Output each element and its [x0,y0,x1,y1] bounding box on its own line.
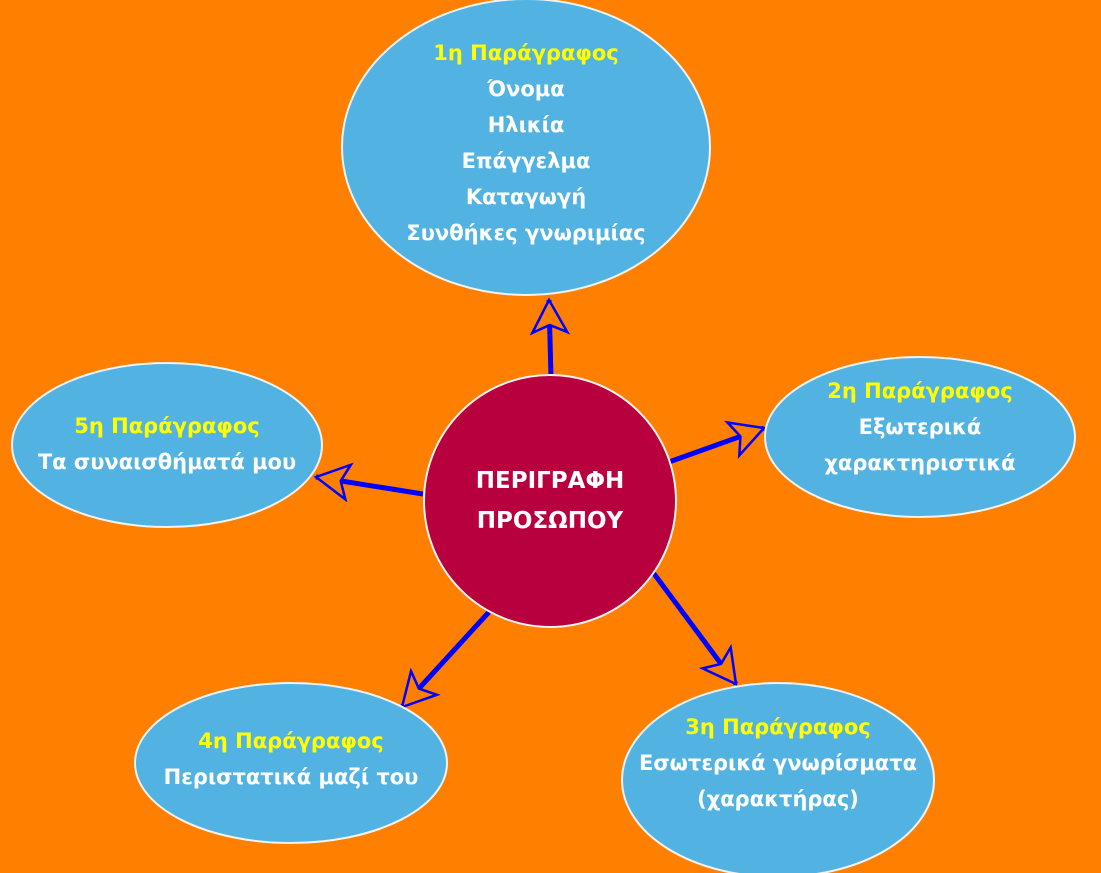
arrow-to-node-5 [316,477,424,494]
arrow-to-node-1 [549,300,551,379]
center-shape [423,374,677,628]
node-line: Επάγγελμα [461,148,591,173]
node-3-shape [621,682,935,873]
node-3: 3η Παράγραφος Εσωτερικά γνωρίσματα (χαρα… [622,688,934,838]
node-1-shape [341,0,711,296]
node-line: (χαρακτήρας) [697,787,859,811]
node-title: 4η Παράγραφος [198,729,384,753]
node-5-shape [11,362,323,528]
node-1: 1η Παράγραφος Όνομα Ηλικία Επάγγελμα Κατ… [342,0,710,285]
node-title: 1η Παράγραφος [433,40,619,65]
center-line: ΠΕΡΙΓΡΑΦΗ [475,468,625,494]
center-node: ΠΕΡΙΓΡΑΦΗ ΠΡΟΣΩΠΟΥ [424,375,676,627]
node-line: Ηλικία [487,112,565,137]
node-line: Τα συναισθήματά μου [37,450,297,474]
node-title: 3η Παράγραφος [685,715,871,739]
node-title: 5η Παράγραφος [74,414,260,438]
node-4-shape [134,682,448,844]
node-2: 2η Παράγραφος Εξωτερικά χαρακτηριστικά [765,352,1075,502]
node-line: Όνομα [487,76,565,101]
node-line: Καταγωγή [465,184,587,209]
node-2-shape [764,356,1076,518]
center-line: ΠΡΟΣΩΠΟΥ [476,508,624,534]
node-line: Συνθήκες γνωριμίας [406,220,646,245]
node-line: χαρακτηριστικά [824,451,1016,475]
node-5: 5η Παράγραφος Τα συναισθήματά μου [12,405,322,483]
arrow-to-node-4 [400,610,491,707]
node-line: Περιστατικά μαζί του [163,765,419,789]
arrow-to-node-3 [649,569,739,684]
node-line: Εσωτερικά γνωρίσματα [638,751,918,775]
arrow-to-node-2 [668,428,764,465]
node-line: Εξωτερικά [858,415,982,439]
node-title: 2η Παράγραφος [827,379,1013,403]
node-4: 4η Παράγραφος Περιστατικά μαζί του [135,720,447,798]
